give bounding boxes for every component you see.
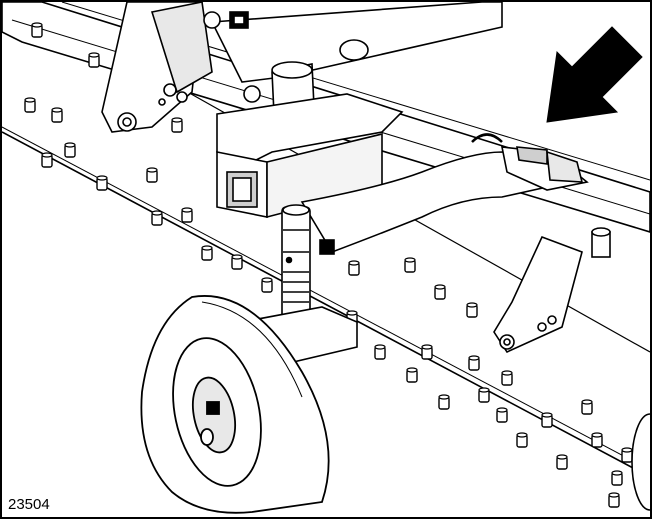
hitch-pipe — [203, 2, 503, 83]
caster-wheel — [140, 295, 330, 514]
decal-plate — [501, 146, 589, 191]
arrow-down-left-icon — [546, 26, 643, 123]
figure-number: 23504 — [8, 496, 50, 513]
square-tube-arm — [216, 93, 404, 219]
right-wheel-edge — [631, 413, 650, 511]
left-bracket — [101, 2, 213, 133]
right-bracket — [493, 227, 611, 354]
wheel-spindle — [281, 204, 311, 323]
